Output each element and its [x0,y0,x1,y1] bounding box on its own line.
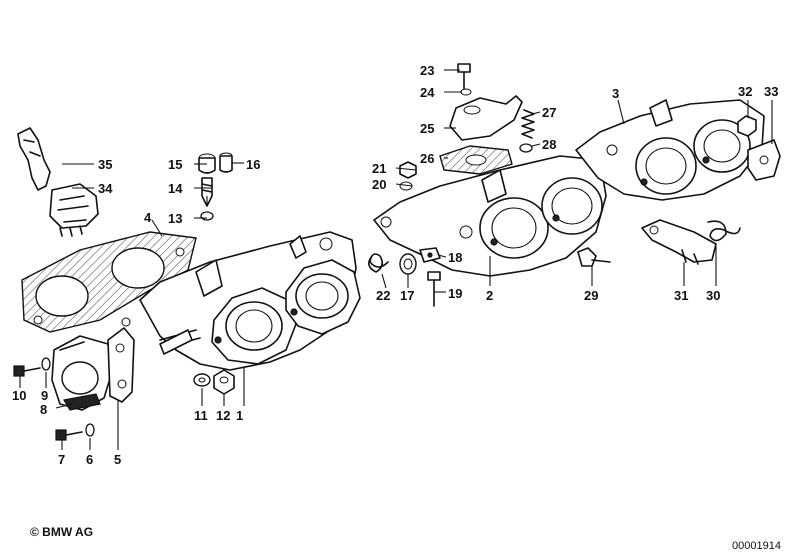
callout-33: 33 [764,84,778,99]
bracket-33-part [747,139,781,181]
callout-18: 18 [448,250,462,265]
sleeve-16-part [219,152,233,173]
connector-boot-part [17,127,51,191]
throttle-housing-middle-part [373,155,607,277]
lever-31-part [641,219,717,265]
callout-14: 14 [168,181,183,196]
callout-31: 31 [674,288,688,303]
nut-21-part [399,161,417,179]
callout-27: 27 [542,105,556,120]
callout-28: 28 [542,137,556,152]
seal-28-part [519,143,533,153]
callout-19: 19 [448,286,462,301]
screw-14-part [201,177,213,207]
callout-labels: 1 2 3 4 5 6 7 8 9 10 11 12 13 14 15 16 1… [12,63,778,467]
callout-25: 25 [420,121,434,136]
callout-11: 11 [194,408,208,423]
screw-7-part [55,429,83,441]
throttle-housing-front-part [139,231,361,371]
callout-24: 24 [420,85,435,100]
callout-13: 13 [168,211,182,226]
callout-30: 30 [706,288,720,303]
spring-22-part [368,253,389,273]
callout-34: 34 [98,181,113,196]
throttle-switch-part [51,335,113,411]
leader-lines [19,69,773,450]
callout-4: 4 [144,210,152,225]
callout-32: 32 [738,84,752,99]
callout-26: 26 [420,151,434,166]
bolt-19-part [427,271,441,307]
callout-10: 10 [12,388,26,403]
callout-7: 7 [58,452,65,467]
washer-13-part [200,211,214,221]
callout-12: 12 [216,408,230,423]
copyright-notice: © BMW AG [30,525,94,539]
callout-20: 20 [372,177,386,192]
callout-3: 3 [612,86,619,101]
callout-35: 35 [98,157,112,172]
gasket-26-part [439,145,513,175]
callout-22: 22 [376,288,390,303]
intake-gasket-part [21,231,197,333]
spring-27-part [521,109,535,139]
callout-21: 21 [372,161,386,176]
callout-15: 15 [168,157,182,172]
throttle-housing-rear-part [575,99,765,201]
callout-23: 23 [420,63,434,78]
callout-9: 9 [41,388,48,403]
connector-plug-part [49,183,99,237]
washer-11-part [193,373,211,387]
screw-10-part [13,365,41,377]
drawing-number: 00001914 [732,540,781,552]
callout-29: 29 [584,288,598,303]
spring-30-part [707,220,741,242]
callout-2: 2 [486,288,493,303]
nut-12-part [213,369,235,395]
callout-6: 6 [86,452,93,467]
washer-9-part [41,357,51,371]
callout-5: 5 [114,452,121,467]
cap-15-part [198,153,216,174]
washer-24-part [460,88,472,96]
callout-1: 1 [236,408,243,423]
washer-6-part [85,423,95,437]
bolt-23-part [457,63,471,91]
bracket-plate-part [107,317,135,403]
spring-17-part [399,253,417,275]
callout-16: 16 [246,157,260,172]
clip-18-part [419,247,441,263]
nut-32-part [737,115,757,137]
callout-17: 17 [400,288,414,303]
coolant-fitting-25-part [449,95,523,141]
callout-8: 8 [40,402,47,417]
screw-29-part [577,247,611,267]
